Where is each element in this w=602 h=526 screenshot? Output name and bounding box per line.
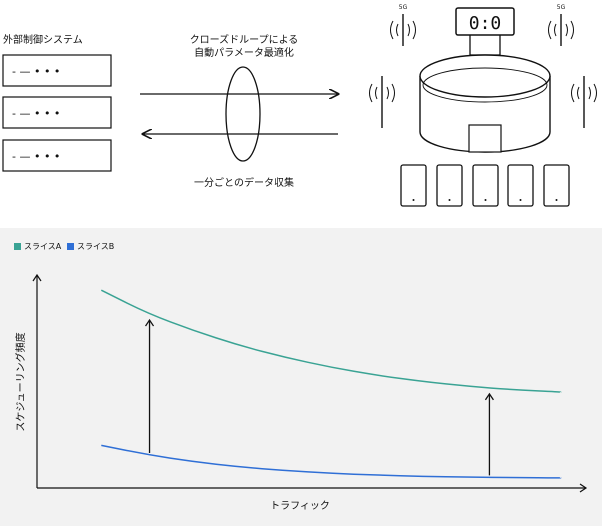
smartphone-icon [472, 164, 499, 207]
rack-unit-2 [2, 96, 112, 129]
rack-unit-3 [2, 139, 112, 172]
smartphone-icon [400, 164, 427, 207]
closed-loop-label-line2: 自動パラメータ最適化 [194, 46, 294, 59]
antenna-5g-label-left: 5G [399, 4, 408, 11]
stadium-icon: 0:0 [419, 7, 551, 153]
antenna-icon [571, 76, 597, 128]
series-line-slice-b [101, 444, 562, 479]
rack-unit-1-label: - — • • • [12, 65, 60, 78]
closed-loop-diagram: 外部制御システム - — • • • - — • • • - — • • • ク… [0, 0, 602, 228]
antenna-5g-label-right: 5G [557, 4, 566, 11]
closed-loop-label-line1: クローズドループによる [190, 33, 299, 46]
smartphone-icon [543, 164, 570, 207]
antenna-icon: 5G [390, 4, 416, 46]
legend-label-slice-b: スライスB [77, 242, 115, 251]
annotation-arrowhead-1 [144, 318, 155, 327]
server-rack: - — • • • - — • • • - — • • • [2, 54, 112, 172]
chart-axes [32, 273, 588, 493]
device-row [400, 164, 570, 207]
chart-series [100, 289, 562, 479]
chart-panel [0, 228, 602, 526]
scoreboard-text: 0:0 [469, 13, 502, 34]
legend-item-slice-b: スライスB [67, 241, 114, 252]
x-axis-label: トラフィック [270, 500, 330, 512]
antenna-icon [369, 76, 395, 128]
annotation-arrowhead-2 [484, 392, 494, 401]
stadium-rim [419, 54, 551, 98]
scoreboard [455, 7, 515, 36]
smartphone-icon [507, 164, 534, 207]
external-system-label: 外部制御システム [3, 33, 83, 46]
stadium-inner-rim [422, 67, 548, 103]
rack-unit-1 [2, 54, 112, 87]
loop-ellipse [225, 66, 261, 162]
rack-unit-2-label: - — • • • [12, 107, 60, 120]
series-line-slice-a [100, 289, 562, 393]
legend-swatch-slice-a [14, 243, 21, 250]
smartphone-icon [436, 164, 463, 207]
antenna-icon: 5G [548, 4, 574, 46]
y-axis-label: スケジューリング頻度 [14, 332, 27, 431]
diagram-canvas: 外部制御システム - — • • • - — • • • - — • • • ク… [2, 4, 597, 207]
rack-unit-3-label: - — • • • [12, 150, 60, 163]
y-axis-arrowhead [32, 273, 42, 282]
stadium-gate [468, 124, 502, 153]
legend-item-slice-a: スライスA [14, 241, 61, 252]
legend-label-slice-a: スライスA [24, 242, 62, 251]
chart-annotations [144, 318, 494, 476]
data-collection-label: 一分ごとのデータ収集 [194, 176, 294, 189]
legend-swatch-slice-b [67, 243, 74, 250]
x-axis-arrowhead [579, 483, 588, 493]
